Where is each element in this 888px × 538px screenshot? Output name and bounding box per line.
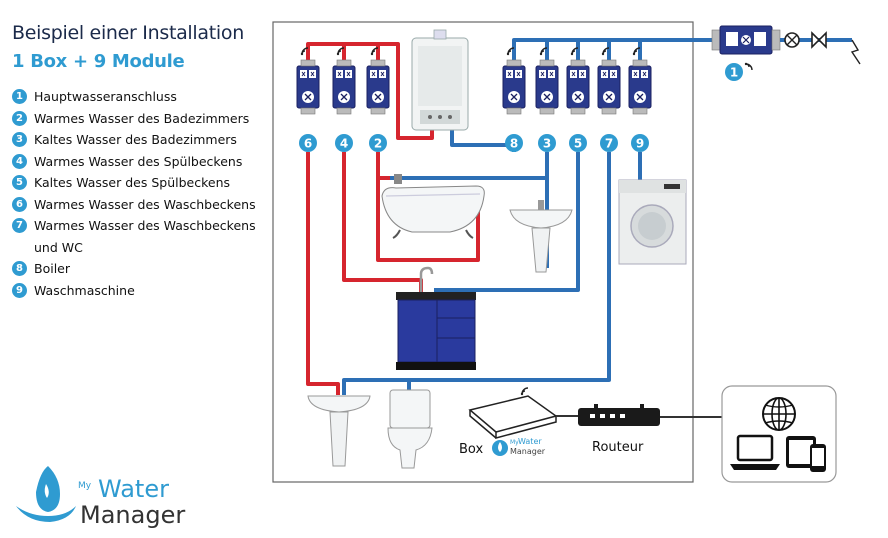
legend-number-badge: 9	[12, 282, 27, 298]
logo-my: My	[78, 481, 92, 491]
box-logo-small: My	[510, 439, 519, 446]
bathroom-sink-icon	[509, 200, 573, 273]
module-badges: 6 4 2 8 3 5 7 9	[299, 134, 649, 152]
legend-number-badge: 3	[12, 132, 27, 147]
kitchen-cabinet-icon	[396, 266, 476, 370]
check-valve-icon	[811, 31, 827, 49]
hot-pipe-boiler	[306, 42, 434, 140]
main-wifi-icon	[744, 62, 753, 71]
logo-manager: Manager	[80, 501, 185, 529]
cold-pipe-5	[434, 152, 580, 292]
badge-2: 2	[374, 137, 382, 151]
tablet-phone-icon	[786, 436, 826, 472]
legend-item: 8 Boiler	[12, 258, 262, 280]
cold-pipe-boiler	[450, 127, 516, 152]
cold-branches	[545, 40, 642, 60]
router-icon	[578, 404, 660, 426]
page-title: Beispiel einer Installation	[12, 22, 244, 44]
legend-number-badge: 2	[12, 110, 27, 126]
legend-label: Kaltes Wasser des Badezimmers	[34, 132, 237, 147]
router-label: Routeur	[592, 440, 644, 455]
legend-item: 9 Waschmaschine	[12, 280, 262, 302]
legend-label: Warmes Wasser des Waschbeckens und WC	[34, 218, 256, 255]
laptop-icon	[730, 434, 780, 470]
legend-item: 5 Kaltes Wasser des Spülbeckens	[12, 172, 262, 194]
legend-number-badge: 8	[12, 261, 27, 276]
legend-label: Kaltes Wasser des Spülbeckens	[34, 175, 231, 190]
washbasin-icon	[307, 395, 371, 467]
badge-4: 4	[340, 137, 348, 151]
badge-6: 6	[304, 137, 312, 151]
hot-pipe-6	[306, 152, 340, 395]
legend-number-badge: 4	[12, 153, 27, 169]
badge-8: 8	[510, 137, 518, 151]
page-subtitle: 1 Box + 9 Module	[12, 51, 185, 72]
legend-label: Warmes Wasser des Spülbeckens	[34, 153, 243, 169]
legend-label: Waschmaschine	[34, 282, 135, 298]
hot-pipe-2	[376, 152, 480, 262]
washing-machine-icon	[618, 179, 687, 265]
box-device-icon	[468, 387, 558, 439]
main-water-meter	[711, 25, 781, 55]
box-logo-icon	[492, 440, 508, 456]
main-badge-number: 1	[730, 66, 738, 80]
legend-item: 7 Warmes Wasser des Waschbeckens und WC	[12, 215, 262, 258]
globe-icon	[762, 397, 796, 431]
badge-7: 7	[605, 137, 613, 151]
box-logo-water: Water	[518, 437, 542, 446]
main-valve-icon	[784, 32, 800, 48]
badge-9: 9	[636, 137, 644, 151]
main-badge: 1	[725, 63, 743, 81]
logo-water: Water	[98, 475, 169, 503]
legend-label: Warmes Wasser des Waschbeckens	[34, 196, 256, 212]
badge-3: 3	[543, 137, 551, 151]
legend-number-badge: 6	[12, 196, 27, 212]
legend-item: 3 Kaltes Wasser des Badezimmers	[12, 129, 262, 151]
box-logo-manager: Manager	[510, 447, 546, 456]
my-water-manager-logo	[16, 466, 76, 522]
legend-label: Hauptwasseranschluss	[34, 89, 177, 104]
legend-number-badge: 5	[12, 175, 27, 190]
toilet-icon	[387, 389, 433, 469]
legend-label: Boiler	[34, 261, 70, 276]
cold-pipe-7	[342, 152, 611, 395]
legend-number-badge: 1	[12, 89, 27, 104]
legend-label: Warmes Wasser des Badezimmers	[34, 110, 250, 126]
house-frame	[272, 21, 694, 483]
legend-item: 2 Warmes Wasser des Badezimmers	[12, 108, 262, 130]
boiler-icon	[411, 29, 469, 131]
legend-number-badge: 7	[12, 218, 27, 233]
legend-item: 1 Hauptwasseranschluss	[12, 86, 262, 108]
legend-item: 4 Warmes Wasser des Spülbeckens	[12, 151, 262, 173]
pipe-break-icon	[850, 39, 861, 65]
legend-item: 6 Warmes Wasser des Waschbeckens	[12, 194, 262, 216]
cold-main-pipe	[512, 38, 712, 60]
box-label: Box	[459, 442, 483, 457]
badge-5: 5	[574, 137, 582, 151]
bathtub-icon	[381, 174, 485, 239]
